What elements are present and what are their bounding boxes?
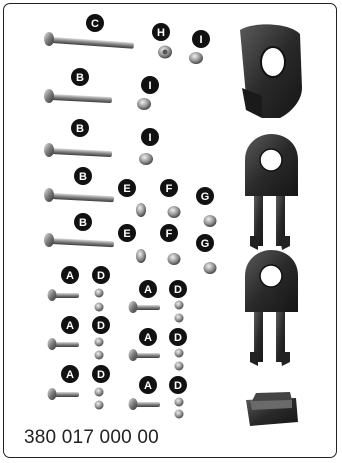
- svg-text:I: I: [148, 80, 151, 92]
- svg-text:B: B: [76, 72, 84, 84]
- svg-text:B: B: [79, 217, 87, 229]
- bolt-short: [48, 338, 80, 350]
- bolt-medium: [44, 143, 112, 157]
- svg-text:A: A: [66, 270, 74, 282]
- callout-b: B: [71, 119, 89, 137]
- callout-f: F: [160, 179, 178, 197]
- callout-i: I: [141, 76, 159, 94]
- bracket-lower: [245, 250, 298, 366]
- bracket-top: [240, 24, 302, 118]
- svg-text:F: F: [166, 183, 173, 195]
- callout-a: A: [61, 316, 79, 334]
- callout-a: A: [61, 266, 79, 284]
- callout-i: I: [192, 30, 210, 48]
- svg-text:B: B: [79, 171, 87, 183]
- bolt-short: [129, 301, 161, 313]
- svg-text:A: A: [144, 332, 152, 344]
- svg-text:E: E: [123, 183, 130, 195]
- callout-c: C: [86, 14, 104, 32]
- bolt-medium: [44, 188, 114, 202]
- callout-e: E: [118, 224, 136, 242]
- bracket-middle: [245, 134, 298, 250]
- svg-text:I: I: [199, 34, 202, 46]
- washer-e: [136, 203, 146, 263]
- bolt-short: [129, 398, 161, 410]
- callout-a: A: [139, 328, 157, 346]
- bolt-short: [48, 289, 80, 301]
- svg-text:D: D: [97, 270, 105, 282]
- part-number: 380 017 000 00: [24, 427, 159, 449]
- callout-d: D: [169, 280, 187, 298]
- bolt-medium: [44, 233, 114, 247]
- callout-d: D: [92, 316, 110, 334]
- callout-d: D: [92, 365, 110, 383]
- bolt-short: [129, 349, 161, 361]
- svg-text:D: D: [174, 380, 182, 392]
- nut-h: [158, 46, 172, 59]
- svg-text:D: D: [97, 320, 105, 332]
- callout-i: I: [141, 128, 159, 146]
- callout-g: G: [196, 187, 214, 205]
- callout-e: E: [118, 179, 136, 197]
- callout-h: H: [152, 23, 170, 41]
- svg-text:B: B: [76, 123, 84, 135]
- svg-text:G: G: [201, 238, 210, 250]
- callout-b: B: [71, 68, 89, 86]
- callout-f: F: [160, 224, 178, 242]
- callout-g: G: [196, 234, 214, 252]
- svg-text:E: E: [123, 228, 130, 240]
- svg-text:D: D: [174, 284, 182, 296]
- svg-text:D: D: [174, 332, 182, 344]
- svg-text:I: I: [148, 132, 151, 144]
- bolt-medium: [44, 89, 112, 103]
- callout-d: D: [92, 266, 110, 284]
- callout-a: A: [61, 365, 79, 383]
- callout-b: B: [74, 167, 92, 185]
- bolt-long: [44, 32, 134, 49]
- svg-text:A: A: [144, 380, 152, 392]
- callout-d: D: [169, 328, 187, 346]
- svg-text:H: H: [157, 27, 165, 39]
- bolt-short: [48, 388, 80, 400]
- svg-text:A: A: [66, 369, 74, 381]
- svg-text:A: A: [144, 284, 152, 296]
- callout-b: B: [74, 213, 92, 231]
- svg-text:F: F: [166, 228, 173, 240]
- nut-i: [137, 52, 203, 165]
- end-cap: [246, 392, 298, 426]
- callout-d: D: [169, 376, 187, 394]
- svg-text:G: G: [201, 191, 210, 203]
- callout-a: A: [139, 376, 157, 394]
- callout-a: A: [139, 280, 157, 298]
- svg-text:A: A: [66, 320, 74, 332]
- svg-text:C: C: [91, 18, 99, 30]
- svg-text:D: D: [97, 369, 105, 381]
